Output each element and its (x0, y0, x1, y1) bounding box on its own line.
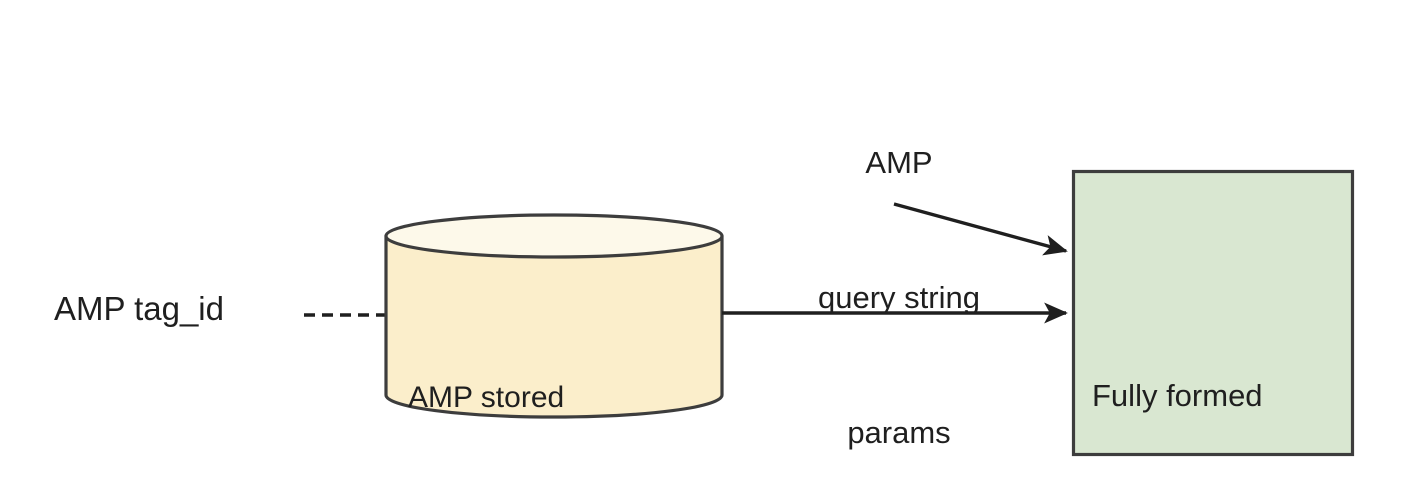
cylinder-label: AMP stored request template (408, 280, 631, 498)
cylinder-label-line-1: AMP stored (408, 381, 565, 414)
connector-params-to-ortb (893, 202, 1068, 256)
query-params-line-2: query string (818, 280, 980, 315)
query-params-line-1: AMP (865, 145, 933, 180)
ortb-box-label: Fully formed ORTB (1092, 278, 1263, 498)
query-params-line-3: params (847, 415, 951, 450)
label-amp-query-string-params: AMP query string params (768, 50, 1030, 498)
ortb-label-line-1: Fully formed (1092, 378, 1263, 413)
label-amp-tag-id: AMP tag_id (54, 290, 224, 327)
ortb-box-shape (1071, 169, 1355, 457)
cylinder-shape (384, 213, 724, 419)
